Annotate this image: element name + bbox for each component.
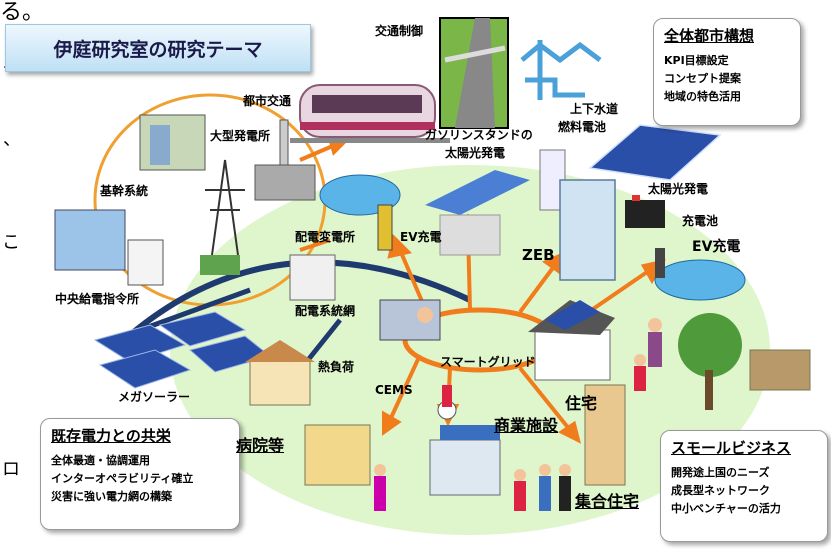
water-pipes-illustration: [520, 40, 602, 100]
ev-car-right-illustration: [654, 248, 746, 301]
label-dist-network: 配電系統網: [295, 304, 356, 318]
label-battery: 充電池: [682, 214, 719, 228]
zeb-building-illustration: [539, 149, 616, 281]
label-residence: 住宅: [565, 394, 598, 413]
apartment-illustration: [584, 384, 626, 486]
control-room-illustration: [54, 209, 164, 286]
cems-figure-illustration: [437, 385, 457, 420]
label-central-dispatch: 中央給電指令所: [55, 292, 140, 306]
house-illustration: [528, 300, 615, 381]
panel-line: 成長型ネットワーク: [671, 484, 770, 497]
panel-heading: 既存電力との共栄: [51, 427, 171, 445]
label-hospital: 病院等: [236, 436, 285, 455]
navy-arrow-megasolar: [139, 287, 251, 333]
small-business-panel: スモールビジネス 開発途上国のニーズ 成長型ネットワーク 中小ベンチャーの活力: [660, 430, 828, 542]
panel-heading: 全体都市構想: [664, 27, 755, 45]
side-mark: こ: [2, 232, 20, 253]
label-heat-load: 熱負荷: [318, 360, 355, 374]
label-ev-charge-2: EV充電: [692, 239, 741, 255]
label-substation: 配電変電所: [295, 230, 356, 244]
tree-illustration: [678, 313, 811, 410]
label-large-plant: 大型発電所: [210, 129, 271, 143]
transmission-tower-illustration: [200, 159, 245, 275]
page-title: 伊庭研究室の研究テーマ: [5, 24, 311, 72]
label-commercial: 商業施設: [494, 416, 559, 435]
hospital-illustration: [304, 424, 371, 486]
label-smart-grid: スマートグリッド: [440, 355, 536, 369]
substation-box-illustration: [289, 254, 336, 301]
existing-power-panel: 既存電力との共栄 全体最適・協調運用 インターオペラビリティ確立 災害に強い電力…: [40, 418, 240, 530]
side-mark: 、: [3, 129, 21, 150]
people-illustration: [374, 318, 662, 511]
label-mega-solar: メガソーラー: [118, 390, 191, 404]
label-fuel-cell: 燃料電池: [558, 120, 607, 134]
panel-line: インターオペラビリティ確立: [51, 472, 194, 485]
panel-line: 中小ベンチャーの活力: [671, 502, 781, 515]
panel-heading: スモールビジネス: [671, 439, 792, 457]
city-concept-panel: 全体都市構想 KPI目標設定 コンセプト提案 地域の特色活用: [653, 18, 801, 126]
panel-line: 地域の特色活用: [664, 90, 741, 103]
commercial-illustration: [429, 425, 501, 496]
gas-station-illustration: [425, 170, 530, 256]
label-solar: 太陽光発電: [648, 182, 709, 196]
heat-load-house-illustration: [245, 340, 315, 406]
power-plant-illustration: [254, 119, 316, 201]
label-backbone: 基幹系統: [100, 184, 149, 198]
train-illustration: [290, 84, 450, 143]
panel-line: 災害に強い電力網の構築: [51, 490, 172, 503]
panel-line: 開発途上国のニーズ: [671, 466, 770, 479]
label-traffic-control: 交通制御: [375, 24, 424, 38]
ev-car-left-illustration: [319, 174, 401, 251]
highway-illustration: [439, 17, 509, 129]
label-cems: CEMS: [375, 383, 413, 397]
dam-illustration: [139, 114, 206, 171]
panel-line: コンセプト提案: [664, 72, 741, 85]
battery-illustration: [625, 195, 665, 228]
panel-line: 全体最適・協調運用: [51, 454, 150, 467]
label-gas-solar-2: 太陽光発電: [445, 146, 506, 160]
label-apartment: 集合住宅: [575, 492, 640, 511]
label-zeb: ZEB: [522, 246, 555, 264]
operator-illustration: [379, 299, 441, 341]
mega-solar-illustration: [93, 311, 272, 389]
cut-off-text: る。: [0, 0, 45, 25]
label-gas-solar-1: ガソリンスタンドの: [425, 128, 533, 142]
label-water: 上下水道: [570, 102, 619, 116]
label-urban-transit: 都市交通: [243, 94, 292, 108]
label-ev-charge-1: EV充電: [400, 230, 442, 244]
panel-line: KPI目標設定: [664, 54, 729, 67]
solar-panel-illustration: [588, 124, 722, 181]
side-mark: ロ: [2, 459, 20, 480]
